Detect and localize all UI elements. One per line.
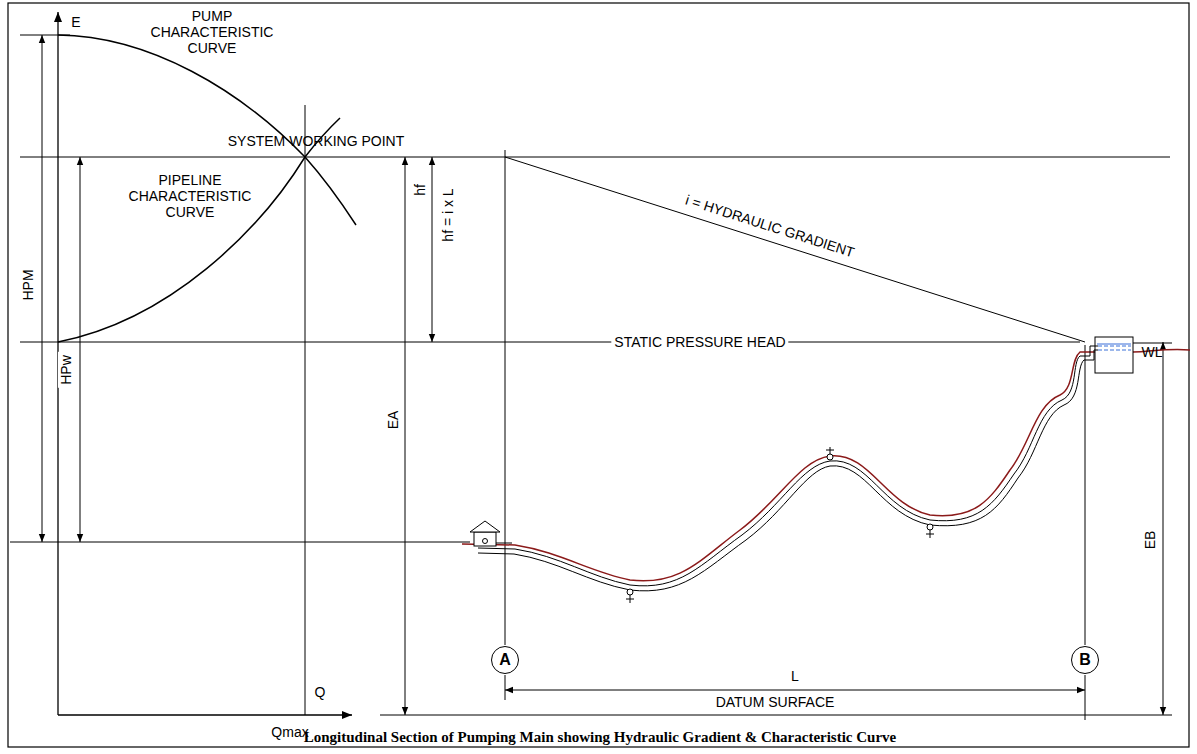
water-level-label: WL [1142, 344, 1163, 360]
station-circle: A [491, 646, 519, 674]
dimension-label: hf [412, 184, 428, 196]
station-circle: B [1071, 646, 1099, 674]
station-letter: A [499, 651, 511, 669]
dimension-label: EA [385, 411, 401, 430]
curve-label: PIPELINE CHARACTERISTIC CURVE [115, 172, 265, 220]
axis-label: E [71, 14, 80, 30]
dimension-label: hf = i x L [440, 188, 456, 241]
static-head-label: STATIC PRESSURE HEAD [611, 334, 788, 350]
axis-label: Q [315, 684, 326, 700]
dimension-label: HPw [58, 352, 74, 388]
curve-label: PUMP CHARACTERISTIC CURVE [137, 8, 287, 56]
dimension-label: EB [1142, 531, 1158, 550]
dimension-label: L [788, 668, 802, 684]
gradient-label: i = HYDRAULIC GRADIENT [684, 192, 857, 261]
axis-label: Qmax [271, 724, 308, 740]
dimension-label: HPM [20, 266, 36, 303]
datum-label: DATUM SURFACE [716, 694, 835, 710]
point-label: SYSTEM WORKING POINT [228, 133, 405, 149]
station-letter: B [1079, 651, 1091, 669]
figure-caption: Longitudinal Section of Pumping Main sho… [304, 729, 897, 746]
